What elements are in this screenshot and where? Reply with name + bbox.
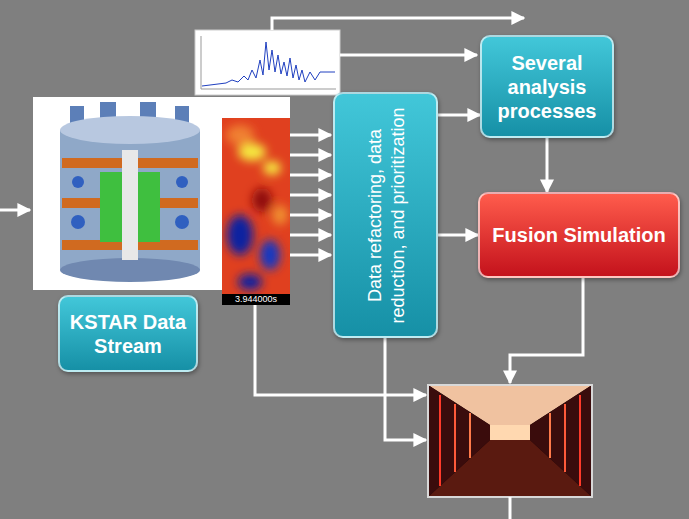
far-wall: [490, 425, 530, 440]
flow-arrow: [290, 214, 331, 217]
heatmap-ground: [222, 118, 290, 305]
flow-arrow: [290, 254, 331, 257]
process-box: Data refactoring, data reduction, and pr…: [333, 92, 438, 338]
heat-blob: [226, 125, 254, 145]
box-label: Several analysis processes: [490, 51, 604, 123]
flow-connector: [546, 138, 549, 192]
box-label: Fusion Simulation: [488, 223, 670, 247]
feedback-line: [509, 497, 512, 519]
vessel-base: [60, 258, 200, 282]
flow-arrow: [385, 338, 426, 440]
heat-blob: [238, 143, 266, 161]
port: [72, 176, 84, 188]
process-box: KSTAR Data Stream: [58, 295, 198, 372]
heat-blob: [252, 188, 272, 212]
flow-connector: [438, 234, 478, 237]
rack-light: [439, 395, 441, 486]
flow-arrow: [290, 174, 331, 177]
heat-blob: [263, 161, 281, 175]
process-box: Fusion Simulation: [478, 192, 680, 278]
rack-light: [564, 404, 566, 472]
port: [71, 215, 85, 229]
photo-frame: [428, 385, 592, 497]
flow-arrow: [290, 234, 331, 237]
heat-blob: [227, 215, 253, 255]
time-stamp: 3.944000s: [222, 294, 290, 305]
signal-line: [202, 42, 335, 86]
heat-blob: [238, 274, 262, 290]
flow-arrow: [340, 54, 477, 57]
box-label: KSTAR Data Stream: [68, 310, 188, 358]
rack-row: [530, 385, 592, 497]
port: [175, 215, 189, 229]
heatmap: [222, 118, 290, 305]
server-room-photo: [428, 385, 592, 497]
rack-light: [454, 404, 456, 472]
flow-arrow: [290, 134, 331, 137]
flow-arrow: [290, 194, 331, 197]
plot-ground: [195, 30, 340, 95]
port: [176, 176, 188, 188]
vessel-top: [60, 116, 200, 144]
heat-blob: [272, 205, 288, 225]
time-band: [222, 294, 290, 305]
rack-light: [579, 395, 581, 486]
rack-light: [469, 413, 471, 458]
central-solenoid: [122, 150, 138, 260]
signal-plot: [195, 30, 340, 95]
rack-row: [428, 385, 490, 497]
flow-arrow: [272, 18, 524, 30]
input-arrow: [0, 209, 30, 212]
process-box: Several analysis processes: [480, 35, 614, 138]
flow-arrow: [510, 278, 583, 383]
heat-blob: [260, 240, 280, 270]
photo-ground: [428, 385, 592, 497]
flow-connector: [438, 114, 480, 117]
rack-light: [549, 413, 551, 458]
box-label: Data refactoring, data reduction, and pr…: [363, 102, 408, 328]
vessel-body: [60, 130, 200, 270]
axis: [201, 89, 336, 90]
axis: [201, 36, 202, 89]
flow-arrow: [290, 154, 331, 157]
